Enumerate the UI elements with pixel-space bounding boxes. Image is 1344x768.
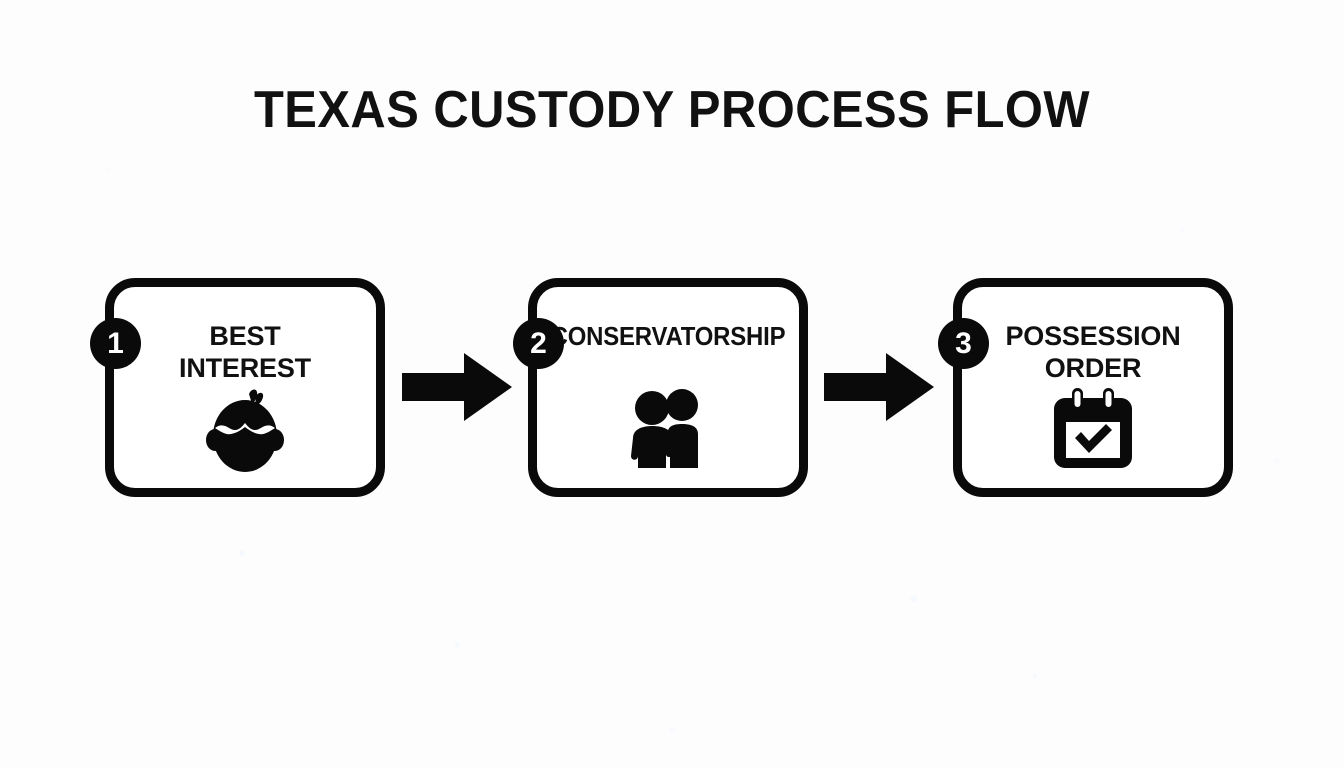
step-label-3: POSSESSION ORDER	[962, 320, 1224, 384]
step-icon-wrap-1	[114, 388, 376, 474]
step-label-3-line-2: ORDER	[1044, 353, 1142, 383]
step-label-1-line-2: INTEREST	[179, 353, 311, 383]
step-label-1: BEST INTEREST	[114, 320, 376, 384]
step-badge-1: 1	[90, 318, 141, 369]
step-card-1[interactable]: 1 BEST INTEREST	[90, 278, 385, 497]
step-card-3[interactable]: 3 POSSESSION ORDER	[938, 278, 1233, 497]
step-label-2-line-1: CONSERVATORSHIP	[550, 321, 786, 351]
arrow-right-icon-2	[824, 348, 936, 426]
step-icon-wrap-2	[537, 388, 799, 470]
step-label-1-line-1: BEST	[209, 321, 281, 351]
page-title: TEXAS CUSTODY PROCESS FLOW	[253, 81, 1091, 139]
step-label-3-line-1: POSSESSION	[1005, 321, 1181, 351]
step-label-2: CONSERVATORSHIP	[547, 320, 788, 352]
child-head-icon	[206, 389, 284, 472]
arrow-right-icon-1	[402, 348, 514, 426]
step-badge-2: 2	[513, 318, 564, 369]
two-people-icon	[631, 389, 698, 468]
step-card-2[interactable]: 2 CONSERVATORSHIP	[513, 278, 808, 497]
step-icon-wrap-3	[962, 388, 1224, 470]
step-badge-3: 3	[938, 318, 989, 369]
calendar-check-icon	[1054, 388, 1132, 468]
